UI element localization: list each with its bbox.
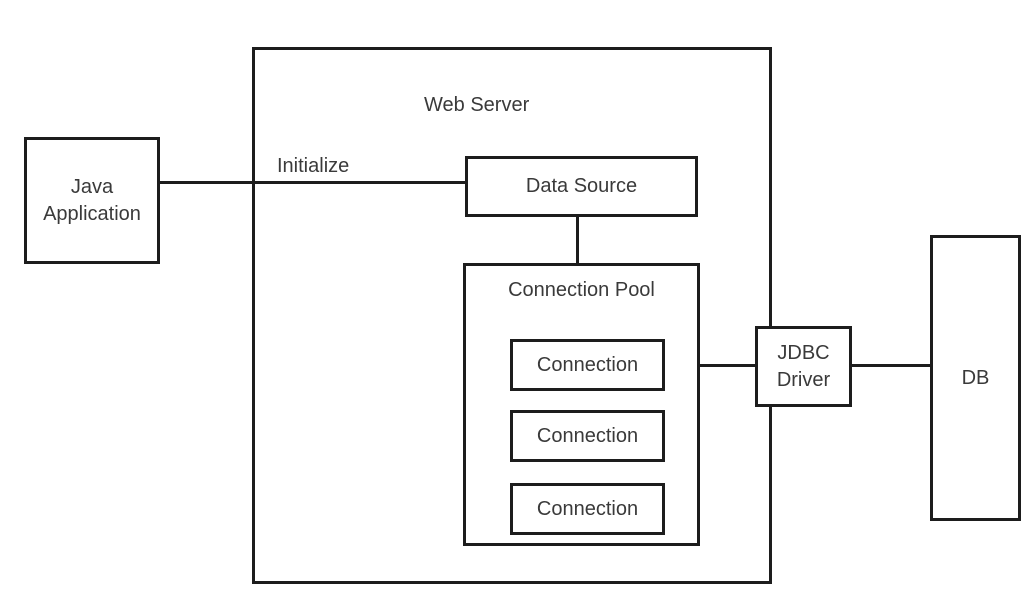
initialize-edge-label: Initialize: [277, 155, 350, 177]
data-source-node: Data Source: [465, 156, 698, 217]
connection-label-2: Connection: [536, 424, 639, 447]
db-node: DB: [930, 235, 1021, 521]
connection-label-1: Connection: [536, 353, 639, 376]
connection-label-3: Connection: [536, 497, 639, 520]
java-application-node: Java Application: [24, 137, 160, 264]
edge-data-source-to-connection-pool: [576, 214, 579, 266]
db-label: DB: [961, 366, 990, 389]
connection-node-2: Connection: [510, 410, 665, 462]
connection-node-3: Connection: [510, 483, 665, 535]
jdbc-driver-label: JDBC Driver: [776, 341, 831, 391]
edge-java-application-to-data-source: [158, 181, 467, 184]
web-server-container: [252, 47, 772, 584]
edge-jdbc-driver-to-db: [849, 364, 933, 367]
data-source-label: Data Source: [525, 175, 638, 197]
java-application-label: Java Application: [43, 175, 141, 225]
connection-node-1: Connection: [510, 339, 665, 391]
web-server-label: Web Server: [424, 94, 530, 116]
jdbc-driver-node: JDBC Driver: [755, 326, 852, 407]
edge-connection-pool-to-jdbc-driver: [697, 364, 758, 367]
connection-pool-label: Connection Pool: [508, 279, 655, 301]
